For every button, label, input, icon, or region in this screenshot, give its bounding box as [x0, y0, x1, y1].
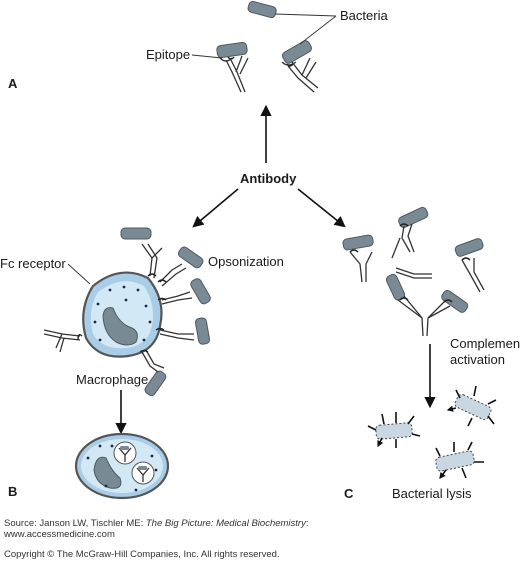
bacterium — [454, 238, 484, 257]
bacterium — [247, 0, 277, 19]
antibody-icon — [219, 55, 249, 93]
panel-b: Fc receptor Opsonization Macrophage B — [0, 227, 284, 500]
bacterium — [281, 40, 313, 64]
source-url[interactable]: www.accessmedicine.com — [4, 529, 115, 540]
lysed-bacterium — [448, 385, 497, 427]
epitope-icon — [227, 56, 235, 60]
lysed-bacterium — [367, 412, 421, 448]
arrow-to-panel-b — [192, 188, 239, 228]
panel-a: Bacteria Epitope A — [8, 0, 388, 93]
source-prefix: Source: Janson LW, Tischler ME: — [4, 518, 146, 529]
panel-c: Complement activation Bacterial lysis C — [342, 206, 520, 500]
bacterium — [385, 273, 406, 301]
bacterium — [342, 234, 374, 251]
label-bacterial-lysis: Bacterial lysis — [392, 486, 472, 500]
label-fc-receptor: Fc receptor — [0, 256, 66, 271]
panel-label-c: C — [344, 486, 354, 500]
phagosome — [113, 441, 137, 465]
label-macrophage: Macrophage — [76, 372, 148, 387]
epitope-icon — [286, 63, 294, 67]
phagosome — [131, 461, 155, 485]
copyright-notice: Copyright © The McGraw-Hill Companies, I… — [4, 549, 280, 560]
bacterium — [216, 41, 248, 59]
label-antibody: Antibody — [240, 171, 297, 186]
bacterium — [441, 289, 469, 313]
panel-label-b: B — [8, 484, 17, 499]
macrophage-nucleus — [102, 307, 138, 346]
lysed-bacterium — [435, 441, 484, 478]
label-bacteria: Bacteria — [340, 8, 388, 23]
label-complement: Complement — [450, 336, 520, 351]
bacterium — [398, 206, 429, 228]
antibody-functions-diagram: Bacteria Epitope A Antibody — [0, 0, 520, 500]
source-credit: Source: Janson LW, Tischler ME: The Big … — [4, 518, 514, 540]
source-title: The Big Picture: Medical Biochemistry — [145, 518, 306, 529]
label-activation: activation — [450, 352, 505, 367]
arrow-to-panel-c — [297, 188, 346, 228]
bacterium — [190, 278, 211, 305]
label-epitope: Epitope — [146, 47, 190, 62]
panel-label-a: A — [8, 76, 18, 91]
source-suffix: : — [305, 518, 309, 529]
label-opsonization: Opsonization — [208, 254, 284, 269]
bacterium — [120, 227, 152, 240]
bacterium — [144, 370, 167, 397]
bacterium — [177, 246, 204, 269]
bacterium — [194, 317, 211, 345]
